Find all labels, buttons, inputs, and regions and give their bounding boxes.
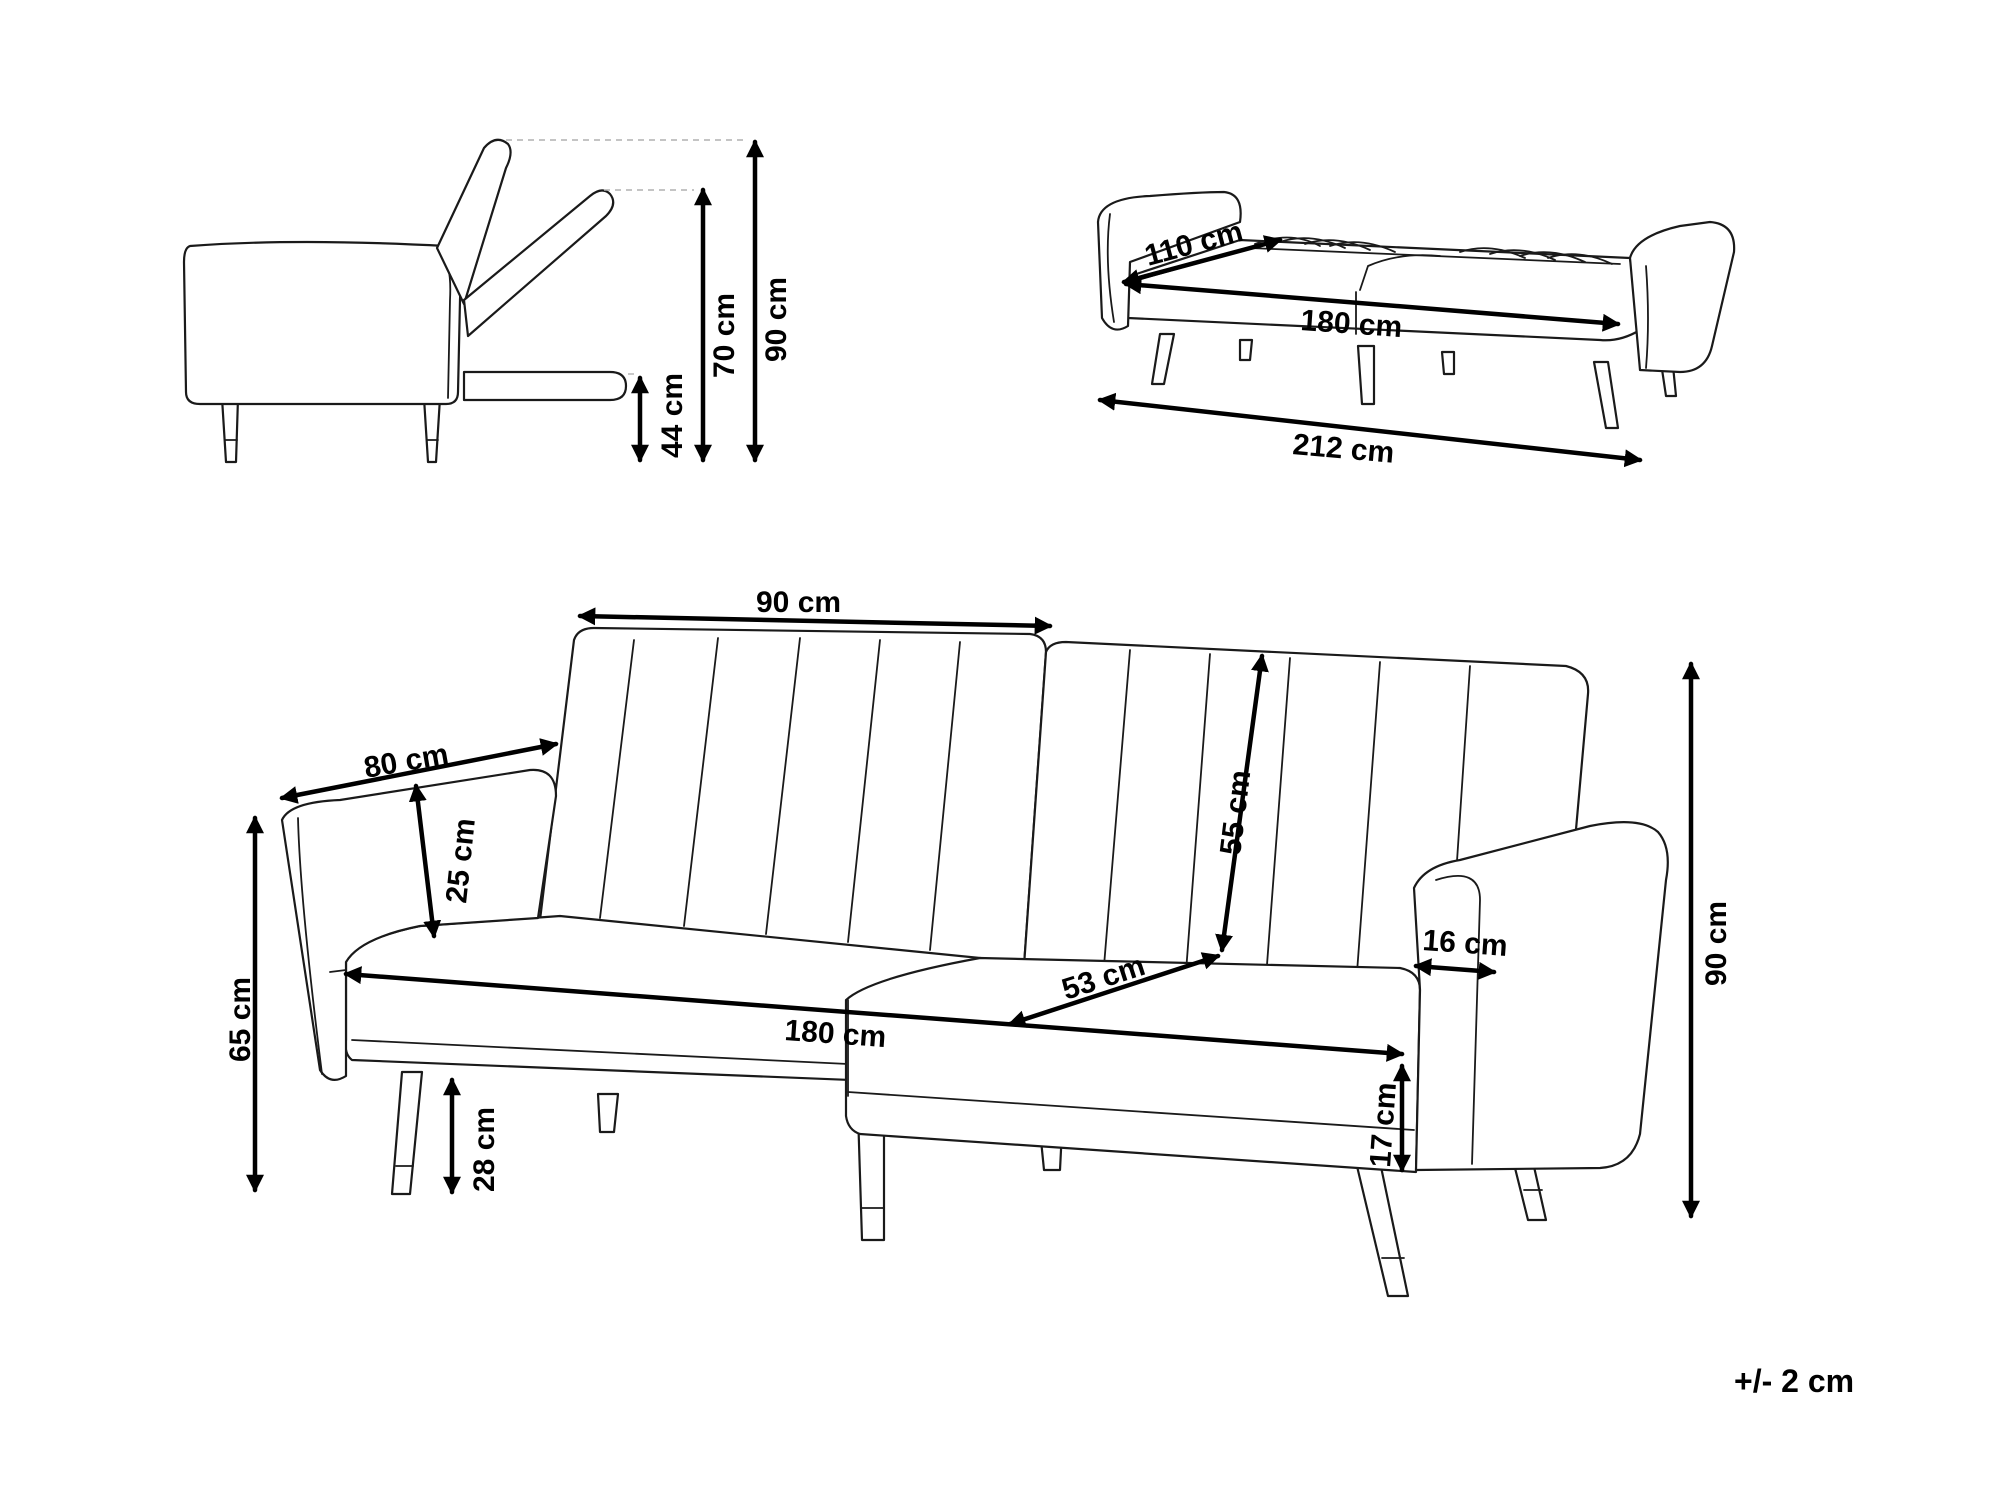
front-total-depth-label: 80 cm [361,738,451,785]
front-arm-width-label: 16 cm [1422,924,1509,963]
front-armrest-height-arrow [408,783,442,939]
bed-width-arrow [1121,235,1283,287]
bed-leg-5 [1592,360,1620,430]
bed-length-arrow [1123,276,1621,332]
front-leg-1 [390,1070,424,1196]
front-total-height-label: 90 cm [1700,901,1733,986]
bed-leg-3 [1356,344,1376,406]
front-backrest-height-arrow [1215,653,1269,953]
side-backrest-flat [462,370,628,402]
front-leg-2 [596,1092,620,1134]
front-arm-height-label: 65 cm [224,977,257,1062]
front-seat-width-label: 180 cm [784,1014,888,1054]
bed-leg-4 [1440,350,1456,376]
bed-leg-2 [1238,338,1254,362]
front-seat-width-arrow [343,966,1405,1062]
side-reclined-height-label: 70 cm [708,293,741,378]
side-total-height-label: 90 cm [760,277,793,362]
tolerance-note: +/- 2 cm [1734,1363,1854,1399]
side-seat-height-label: 44 cm [656,373,689,458]
front-total-depth-arrow [279,738,559,804]
side-leg-front [220,396,240,464]
side-backrest-upright [435,138,512,306]
front-backrest-left [538,626,1048,968]
bed-total-length-arrow [1097,392,1643,468]
front-backrest-width-label: 90 cm [756,586,841,619]
front-view: 90 cm 80 cm 25 cm 65 cm 55 cm 53 cm 180 … [224,586,1733,1298]
bed-length-label: 180 cm [1300,304,1404,344]
front-arm-right [1412,821,1669,1172]
bed-arm-right [1628,220,1736,374]
side-leg-back [422,396,442,464]
bed-leg-1 [1150,332,1176,386]
front-seat-right [844,956,1422,1174]
bed-total-length-label: 212 cm [1291,428,1395,470]
side-view-sofa-drawing [182,138,628,464]
front-seat-thickness-label: 17 cm [1364,1081,1403,1168]
front-leg-5 [1354,1160,1410,1298]
front-arm-width-arrow [1413,958,1497,980]
front-backrest-width-arrow [577,607,1053,635]
front-leg-height-label: 28 cm [468,1107,501,1192]
side-view: 44 cm 70 cm 90 cm [182,138,793,464]
bed-arm-left [1096,190,1242,331]
side-body [182,240,462,406]
bed-view: 110 cm 180 cm 212 cm [1096,190,1736,470]
front-view-sofa-drawing [280,626,1669,1298]
side-backrest-reclined [462,189,615,338]
